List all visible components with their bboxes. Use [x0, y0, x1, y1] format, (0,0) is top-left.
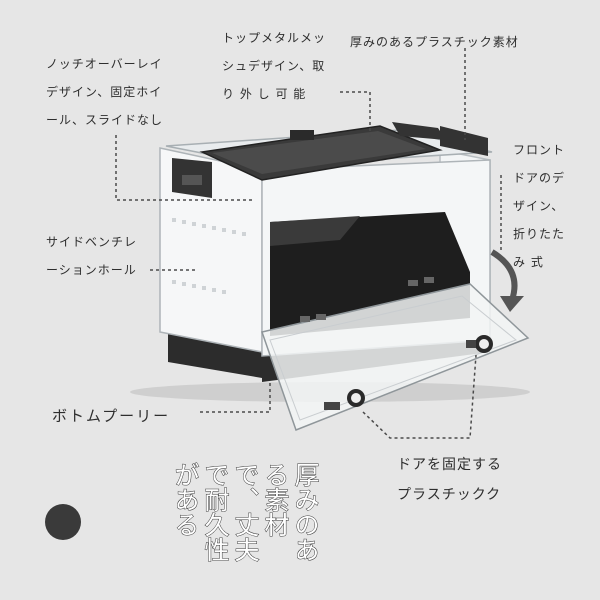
- front-door: [261, 283, 530, 431]
- caption-front-door: フロント ドアのデ ザイン、 折りたた み 式: [513, 136, 565, 276]
- callout-notch-line: [115, 135, 255, 201]
- caption-line: ノッチオーバーレイ: [46, 57, 163, 71]
- caption-line: プラスチックク: [397, 487, 502, 503]
- caption-line: フロント: [513, 143, 566, 157]
- accent-dot: [45, 504, 81, 540]
- front-door-inner-frame: [269, 295, 517, 421]
- door-fix-clasp-top: [466, 335, 493, 353]
- notch-clip-left: [172, 158, 212, 198]
- callout-mesh-line: [340, 91, 371, 140]
- mesh-handle: [290, 130, 314, 140]
- headline-column: で耐久性: [201, 462, 231, 563]
- caption-line: り 外 し 可 能: [222, 87, 307, 101]
- caption-line: ドアを固定する: [397, 457, 502, 473]
- caption-line: シュデザイン、取: [222, 59, 326, 73]
- caption-line: ール、スライドなし: [46, 113, 164, 127]
- vertical-headline: 厚みのあ る素材 で、丈夫 で耐久性 がある: [170, 462, 321, 590]
- caption-door-fix: ドアを固定する プラスチックク: [397, 450, 502, 510]
- callout-lines: [115, 48, 502, 439]
- headline-column: がある: [171, 462, 201, 538]
- door-hinge-clips: [300, 277, 434, 322]
- caption-top-mesh: トップメタルメッ シュデザイン、取 り 外 し 可 能: [222, 24, 326, 108]
- top-mesh-inner: [212, 131, 426, 174]
- caption-line: トップメタルメッ: [222, 31, 327, 45]
- caption-bottom-pulley: ボトムプーリー: [52, 407, 171, 425]
- headline-column: 厚みのあ: [291, 462, 321, 563]
- box-interior-back: [270, 216, 360, 246]
- caption-line: ーションホール: [46, 263, 137, 277]
- curved-arrow-icon: [490, 249, 524, 312]
- caption-line: デザイン、固定ホイ: [46, 85, 163, 99]
- caption-line: ザイン、: [513, 199, 565, 213]
- headline-column: で、丈夫: [231, 462, 261, 563]
- caption-thick-plastic: 厚みのあるプラスチック素材: [350, 35, 519, 49]
- caption-line: サイドベンチレ: [46, 235, 138, 249]
- notch-clip-right: [392, 122, 488, 156]
- callout-bottom-line: [200, 382, 271, 413]
- callout-doorfix-line: [362, 354, 477, 439]
- caption-line: 折りたた: [513, 227, 566, 241]
- caption-line: み 式: [513, 255, 544, 269]
- door-fix-clasp-bottom: [324, 389, 365, 410]
- caption-line: ドアのデ: [513, 171, 566, 185]
- caption-notch-overlay: ノッチオーバーレイ デザイン、固定ホイ ール、スライドなし: [46, 50, 163, 134]
- caption-side-vent: サイドベンチレ ーションホール: [46, 228, 137, 284]
- headline-column: る素材: [261, 462, 291, 538]
- side-vent-holes: [172, 218, 246, 294]
